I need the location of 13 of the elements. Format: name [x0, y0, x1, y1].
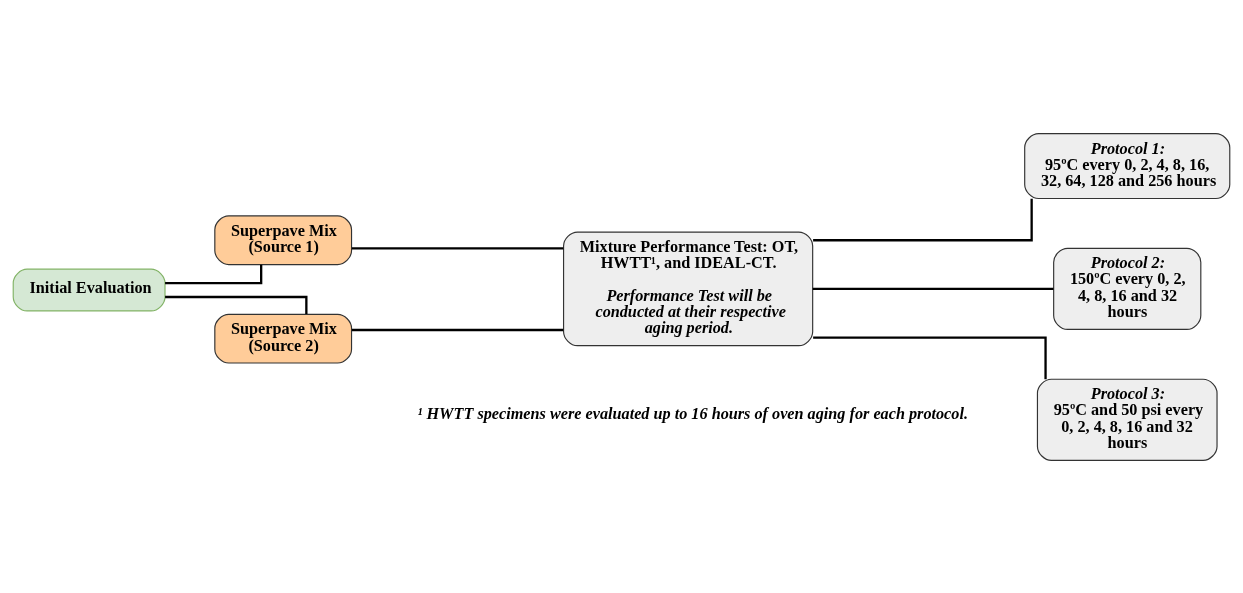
connector — [351, 246, 564, 249]
connector — [351, 328, 564, 331]
node-box: Protocol 2: 150ºC every 0, 2, 4, 8, 16 and 32 hours — [1053, 247, 1202, 330]
connector — [813, 198, 1033, 241]
connector — [813, 335, 1047, 379]
node-box: Protocol 1: 95ºC every 0, 2, 4, 8, 16, 32, 64, 128 and 256 hours — [1024, 132, 1231, 199]
node-box: Superpave Mix (Source 2) — [214, 313, 353, 364]
node-box: Initial Evaluation — [12, 268, 166, 311]
node-box: Protocol 3: 95ºC and 50 psi every 0, 2, 4, 8, 16 and 32 hours — [1036, 378, 1218, 461]
connector — [812, 287, 1054, 290]
label: ¹ HWTT specimens were evaluated up to 16 hours of oven aging for each protocol. — [417, 404, 969, 423]
node-box: Superpave Mix (Source 1) — [214, 214, 353, 265]
node-box: Mixture Performance Test: OT, HWTT¹, and IDEAL-CT. Performance Test will be conducted at their respective aging period. — [563, 231, 814, 346]
